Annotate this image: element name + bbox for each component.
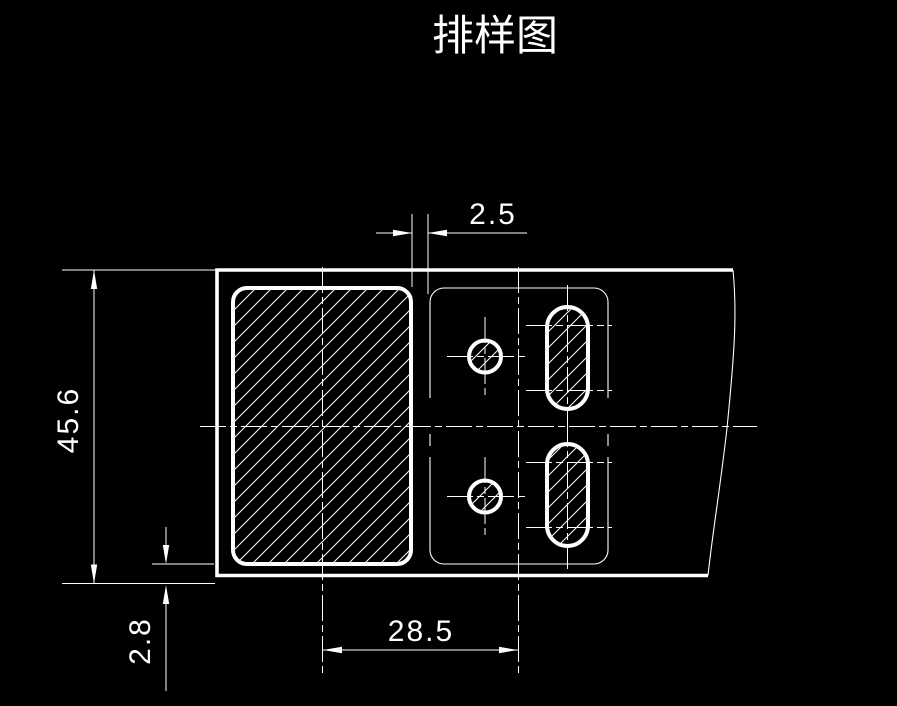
- arrowhead: [162, 585, 170, 604]
- arrowhead: [90, 270, 98, 289]
- edge-gap: [605, 446, 611, 457]
- dimension-pitch: 28.5: [323, 615, 518, 654]
- dimension-value: 2.8: [124, 617, 157, 665]
- edge-gap: [605, 398, 611, 434]
- strip-break-line: [707, 269, 736, 576]
- arrowhead: [323, 646, 342, 654]
- dimension-strip-width: 45.6: [52, 269, 216, 584]
- arrowhead: [90, 564, 98, 584]
- edge-gap: [427, 446, 433, 457]
- dimension-web-gap: 2.5: [376, 198, 527, 294]
- center-lines: [200, 267, 757, 677]
- strip-outline: [215, 268, 736, 578]
- arrowhead: [499, 646, 518, 654]
- drawing-title: 排样图: [432, 11, 559, 60]
- dimension-bottom-margin: 2.8: [124, 527, 214, 691]
- dimension-value: 45.6: [52, 387, 85, 453]
- arrowhead: [428, 229, 447, 237]
- dimension-value: 2.5: [469, 198, 517, 231]
- dimension-value: 28.5: [388, 615, 454, 648]
- strip-edges: [215, 268, 733, 578]
- arrowhead: [393, 229, 412, 237]
- edge-gap: [427, 398, 433, 434]
- arrowhead: [162, 545, 170, 564]
